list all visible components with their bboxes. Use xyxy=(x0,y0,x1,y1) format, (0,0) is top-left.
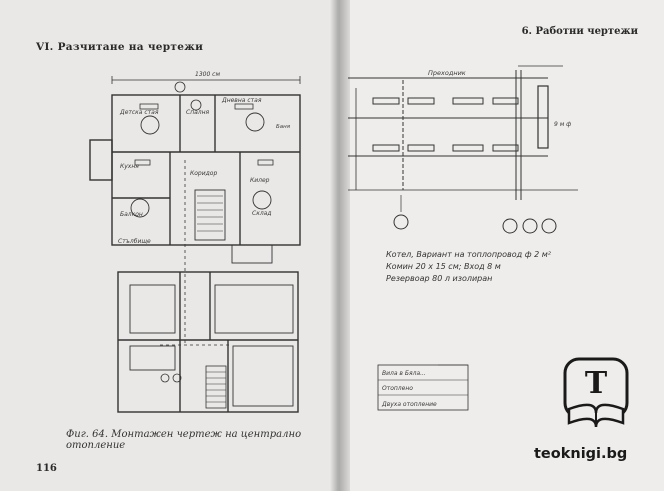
floor-plan-drawing: 1300 см Детска стая Спалня Дневна стая Б… xyxy=(89,71,301,413)
figure-caption: Фиг. 64. Монтажен чертеж на централно от… xyxy=(66,429,302,451)
left-page-header: VI. Разчитане на чертежи xyxy=(36,41,204,53)
room-label-living: Дневна стая xyxy=(221,97,262,104)
boiler-note-line-2: Комин 20 х 15 см; Вход 8 м xyxy=(386,262,501,271)
room-label-balcony: Балкон xyxy=(120,211,143,218)
logo-letter: T xyxy=(585,366,608,401)
title-block-line-2: Отоплено xyxy=(382,385,413,392)
left-page: VI. Разчитане на чертежи xyxy=(0,0,338,491)
boiler-note-line-1: Котел, Вариант на топлопровод ф 2 м² xyxy=(386,250,551,259)
right-page-header: 6. Работни чертежи xyxy=(521,26,638,37)
book-gutter-shadow xyxy=(330,0,350,491)
watermark-site-name: teoknigi.bg xyxy=(534,446,628,462)
dimension-text: 1300 см xyxy=(195,71,220,78)
title-block-line-1: Вила в Бяла... xyxy=(382,370,426,377)
label-top-pipe: Преходник xyxy=(428,69,466,77)
room-label-stair: Стълбищe xyxy=(118,238,151,245)
room-label-bathroom: Баня xyxy=(276,124,291,130)
page-number: 116 xyxy=(36,463,57,474)
room-label-childrens: Детска стая xyxy=(119,109,159,116)
label-right-pipe: 9 м ф xyxy=(554,121,571,128)
room-label-pantry: Килер xyxy=(250,177,270,184)
title-block-line-3: Двуха отопление xyxy=(381,401,437,408)
piping-schematic: Преходник 9 м ф Вила в Бяла... Отоплено … xyxy=(348,65,578,411)
teoknigi-logo-icon: T xyxy=(563,357,629,428)
room-label-bedroom: Спалня xyxy=(186,109,210,116)
room-label-kitchen: Кухня xyxy=(120,163,139,170)
room-label-corridor: Коридор xyxy=(190,170,217,177)
room-label-storage: Склад xyxy=(252,210,271,217)
boiler-note-line-3: Резервоар 80 л изолиран xyxy=(386,274,493,283)
